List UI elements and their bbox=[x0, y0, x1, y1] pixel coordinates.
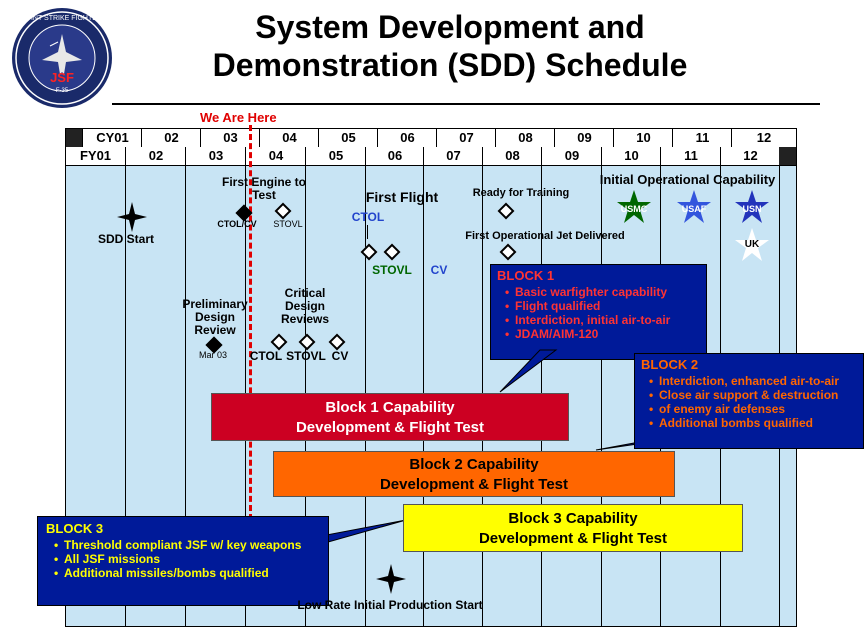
fy-11: 11 bbox=[660, 147, 721, 165]
lrip-label: Low Rate Initial Production Start bbox=[297, 598, 483, 612]
ioc-uk-star-icon bbox=[735, 228, 769, 261]
block1-callout-title: BLOCK 1 bbox=[497, 268, 555, 283]
sdd-start-star-icon bbox=[117, 202, 147, 232]
cy-12: 12 bbox=[731, 129, 796, 147]
svg-text:JOINT STRIKE FIGHTER: JOINT STRIKE FIGHTER bbox=[22, 15, 102, 22]
first-flight-label: First Flight bbox=[365, 189, 439, 205]
title-line-2: Demonstration (SDD) Schedule bbox=[212, 47, 688, 83]
we-are-here-line bbox=[249, 125, 252, 520]
cdr-ctol-label: CTOL bbox=[249, 349, 283, 363]
block3-bar: Block 3 Capability Development & Flight … bbox=[403, 504, 743, 552]
cy-02: 02 bbox=[141, 129, 201, 147]
ff-stovl-label: STOVL bbox=[372, 263, 412, 277]
fy-08: 08 bbox=[482, 147, 542, 165]
svg-text:JSF: JSF bbox=[50, 70, 74, 85]
cy-07: 07 bbox=[436, 129, 496, 147]
ioc-label: Initial Operational Capability bbox=[599, 172, 776, 187]
pdr-label: Preliminary Design Review bbox=[182, 297, 248, 337]
block1-item: Flight qualified bbox=[505, 299, 700, 313]
engine-stovl-label: STOVL bbox=[273, 219, 303, 229]
block2-callout: BLOCK 2 Interdiction, enhanced air-to-ai… bbox=[634, 353, 864, 449]
cy-10: 10 bbox=[613, 129, 673, 147]
calendar-year-row: CY01 02 03 04 05 06 07 08 09 10 11 12 bbox=[66, 129, 796, 148]
first-engine-label: First Engine to Test bbox=[222, 175, 306, 202]
ioc-usn-star-icon bbox=[735, 190, 769, 223]
sdd-start-label: SDD Start bbox=[97, 232, 154, 246]
block1-item: Basic warfighter capability bbox=[505, 285, 700, 299]
svg-text:F-35: F-35 bbox=[56, 88, 69, 94]
block1-item: JDAM/AIM-120 bbox=[505, 327, 700, 341]
page-title: System Development and Demonstration (SD… bbox=[150, 8, 750, 84]
ioc-usn-label: USN bbox=[742, 204, 762, 214]
fy-12: 12 bbox=[720, 147, 780, 165]
we-are-here-label: We Are Here bbox=[200, 110, 277, 125]
block1-bar-line2: Development & Flight Test bbox=[295, 419, 485, 436]
title-line-1: System Development and bbox=[255, 9, 645, 45]
block2-bar-line2: Development & Flight Test bbox=[379, 476, 569, 493]
cy-06: 06 bbox=[377, 129, 437, 147]
fy-02: 02 bbox=[125, 147, 186, 165]
cy-11: 11 bbox=[672, 129, 732, 147]
block2-item: of enemy air defenses bbox=[649, 402, 857, 416]
fy-04: 04 bbox=[245, 147, 306, 165]
cy-08: 08 bbox=[495, 129, 555, 147]
block1-item: Interdiction, initial air-to-air bbox=[505, 313, 700, 327]
fy-10: 10 bbox=[601, 147, 661, 165]
ioc-usaf-label: USAF bbox=[681, 204, 707, 214]
cy-05: 05 bbox=[318, 129, 378, 147]
block3-bar-line1: Block 3 Capability bbox=[508, 510, 638, 527]
lrip-star-icon bbox=[376, 564, 406, 594]
block3-callout-title: BLOCK 3 bbox=[46, 521, 104, 536]
cdr-label: Critical Design Reviews bbox=[280, 286, 330, 326]
ioc-usmc-label: USMC bbox=[620, 204, 648, 214]
jsf-logo: JSF F-35 JOINT STRIKE FIGHTER bbox=[12, 8, 112, 108]
fy-01: FY01 bbox=[79, 148, 112, 163]
ioc-uk-label: UK bbox=[744, 239, 760, 250]
block3-item: All JSF missions bbox=[54, 552, 320, 566]
ff-ctol-label: CTOL bbox=[351, 210, 385, 224]
fy-03: 03 bbox=[185, 147, 246, 165]
block3-item: Additional missiles/bombs qualified bbox=[54, 566, 320, 580]
fy-09: 09 bbox=[541, 147, 602, 165]
fy-06: 06 bbox=[365, 147, 424, 165]
fy-05: 05 bbox=[305, 147, 366, 165]
fy-07: 07 bbox=[423, 147, 483, 165]
cy-03: 03 bbox=[200, 129, 260, 147]
cy-01: CY01 bbox=[82, 129, 142, 147]
block2-item: Close air support & destruction bbox=[649, 388, 857, 402]
ready-training-label: Ready for Training bbox=[472, 187, 570, 199]
block3-item: Threshold compliant JSF w/ key weapons bbox=[54, 538, 320, 552]
engine-ctol-cv-label: CTOL/CV bbox=[217, 219, 257, 229]
cdr-stovl-label: STOVL bbox=[286, 349, 326, 363]
block2-item: Interdiction, enhanced air-to-air bbox=[649, 374, 857, 388]
ioc-usaf-star-icon bbox=[677, 190, 711, 223]
cy-09: 09 bbox=[554, 129, 614, 147]
block1-callout: BLOCK 1 Basic warfighter capability Flig… bbox=[490, 264, 707, 360]
pdr-date-label: Mar 03 bbox=[198, 350, 227, 360]
block2-bar-line1: Block 2 Capability bbox=[409, 456, 539, 473]
block2-callout-title: BLOCK 2 bbox=[641, 357, 699, 372]
block1-bar-line1: Block 1 Capability bbox=[325, 399, 455, 416]
block1-bar: Block 1 Capability Development & Flight … bbox=[211, 393, 569, 441]
cy-04: 04 bbox=[259, 129, 319, 147]
cdr-cv-label: CV bbox=[331, 349, 349, 363]
title-divider bbox=[112, 103, 820, 105]
fiscal-year-row: FY01 02 03 04 05 06 07 08 09 10 11 12 bbox=[66, 147, 796, 166]
block3-bar-line2: Development & Flight Test bbox=[478, 530, 668, 547]
block2-bar: Block 2 Capability Development & Flight … bbox=[273, 451, 675, 497]
block2-item: Additional bombs qualified bbox=[649, 416, 857, 430]
first-jet-label: First Operational Jet Delivered bbox=[465, 230, 625, 242]
ff-cv-label: CV bbox=[430, 263, 448, 277]
ioc-usmc-star-icon bbox=[617, 190, 651, 223]
ff-ctol-arrow bbox=[367, 225, 368, 239]
block3-callout: BLOCK 3 Threshold compliant JSF w/ key w… bbox=[37, 516, 329, 606]
